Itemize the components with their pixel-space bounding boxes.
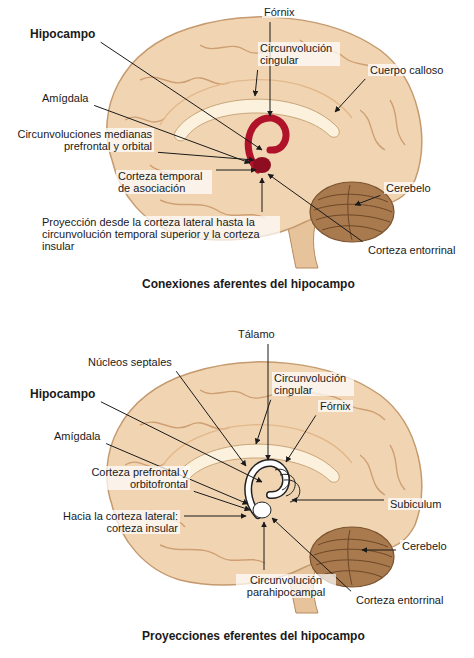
leader-line [355, 195, 380, 205]
leader-line [286, 415, 316, 462]
structure-label: Núcleos septales [86, 356, 174, 368]
structure-label: Subiculum [388, 498, 443, 510]
structure-label: Tálamo [236, 328, 277, 340]
structure-label: Corteza prefrontal y orbitofrontal [40, 466, 190, 490]
structure-label: Amígdala [40, 92, 90, 104]
leader-line [158, 152, 254, 160]
structure-label: Amígdala [52, 430, 102, 442]
leader-line [268, 174, 363, 242]
leader-line [264, 522, 265, 570]
structure-label: Hipocampo [28, 28, 97, 40]
leader-line [262, 178, 263, 212]
panel-title: Conexiones aferentes del hipocampo [140, 278, 357, 290]
hippocampus-body [253, 502, 271, 518]
panel-title: Proyecciones eferentes del hipocampo [140, 630, 367, 642]
leader-line [270, 22, 271, 116]
structure-label: Circunvolución cingular [258, 42, 340, 66]
structure-label: Cuerpo calloso [368, 64, 445, 76]
leader-line [176, 371, 246, 466]
structure-label: Cerebelo [384, 182, 433, 194]
leader-line [216, 170, 256, 171]
structure-label: Cerebelo [400, 540, 449, 552]
structure-label: Circunvolución parahipocampal [236, 574, 336, 598]
leader-line [292, 500, 384, 501]
leader-line [256, 400, 271, 444]
structure-label: Corteza entorrinal [366, 244, 457, 256]
leader-line [335, 79, 365, 112]
leader-line [194, 491, 250, 510]
structure-label: Hipocampo [28, 388, 97, 400]
drawing-part [280, 474, 295, 496]
hippocampus-body [253, 157, 271, 173]
leader-line [255, 70, 258, 96]
leader-line [268, 344, 269, 460]
structure-label: Circunvoluciones medianas prefrontal y o… [14, 128, 154, 152]
leader-line [362, 550, 396, 551]
fornix-loops [275, 469, 300, 502]
structure-label: Hacia la corteza lateral: corteza insula… [30, 510, 180, 534]
structure-label: Fórnix [318, 400, 353, 412]
structure-label: Circunvolución cingular [272, 372, 354, 396]
structure-label: Fórnix [262, 6, 297, 18]
structure-label: Proyección desde la corteza lateral hast… [40, 216, 280, 252]
structure-label: Corteza temporal de asociación [116, 170, 212, 194]
leader-line [184, 516, 246, 517]
structure-label: Corteza entorrinal [354, 594, 445, 606]
drawing-part [284, 480, 300, 502]
